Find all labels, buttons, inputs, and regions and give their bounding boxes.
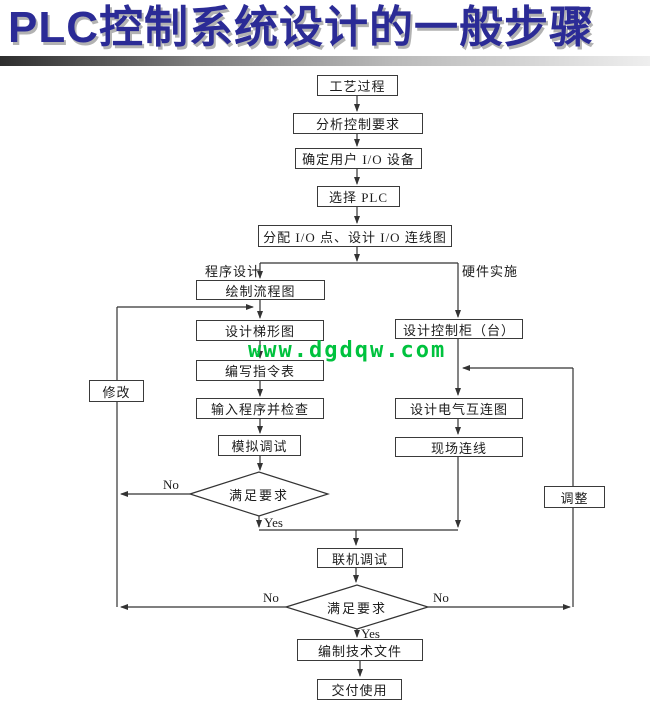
flow-node-select-plc: 选择 PLC	[317, 186, 400, 207]
flow-node-design-cabinet: 设计控制柜（台）	[395, 319, 523, 339]
branch-label-program-design: 程序设计	[205, 264, 262, 279]
flow-node-input-program: 输入程序并检查	[196, 398, 324, 419]
flow-node-delivery: 交付使用	[317, 679, 402, 700]
flow-node-compile-docs: 编制技术文件	[297, 639, 423, 661]
decision1-diamond	[188, 471, 330, 517]
flow-node-adjust: 调整	[544, 486, 605, 508]
decision2-diamond	[283, 584, 431, 630]
flow-node-design-ladder: 设计梯形图	[196, 320, 324, 341]
flow-node-modify: 修改	[89, 380, 144, 402]
flow-node-online-debug: 联机调试	[317, 548, 403, 568]
flow-decision2-label: 满足要求	[326, 600, 387, 616]
flow-node-analyze: 分析控制要求	[293, 113, 423, 134]
page-title: PLC控制系统设计的一般步骤	[8, 3, 594, 52]
edge-label-no1: No	[163, 477, 179, 492]
flow-node-draw-flowchart: 绘制流程图	[196, 280, 325, 300]
edge-label-no2-left: No	[263, 590, 279, 605]
flow-node-process: 工艺过程	[317, 75, 398, 96]
edge-label-yes2: Yes	[361, 626, 380, 641]
flow-node-field-wiring: 现场连线	[395, 437, 523, 457]
flow-decision1-label: 满足要求	[228, 487, 289, 503]
title-underline-bar	[0, 56, 650, 66]
flow-node-determine-io: 确定用户 I/O 设备	[295, 148, 422, 169]
flow-node-assign-io: 分配 I/O 点、设计 I/O 连线图	[258, 225, 452, 247]
edge-label-yes1: Yes	[264, 515, 283, 530]
edge-label-no2-right: No	[433, 590, 449, 605]
flow-node-write-instruction-list: 编写指令表	[196, 360, 324, 381]
flow-node-simulate-debug: 模拟调试	[218, 435, 301, 456]
branch-label-hardware-implement: 硬件实施	[462, 264, 519, 279]
flow-node-design-electrical: 设计电气互连图	[395, 398, 523, 419]
watermark: www.dgdqw.com	[248, 338, 447, 363]
